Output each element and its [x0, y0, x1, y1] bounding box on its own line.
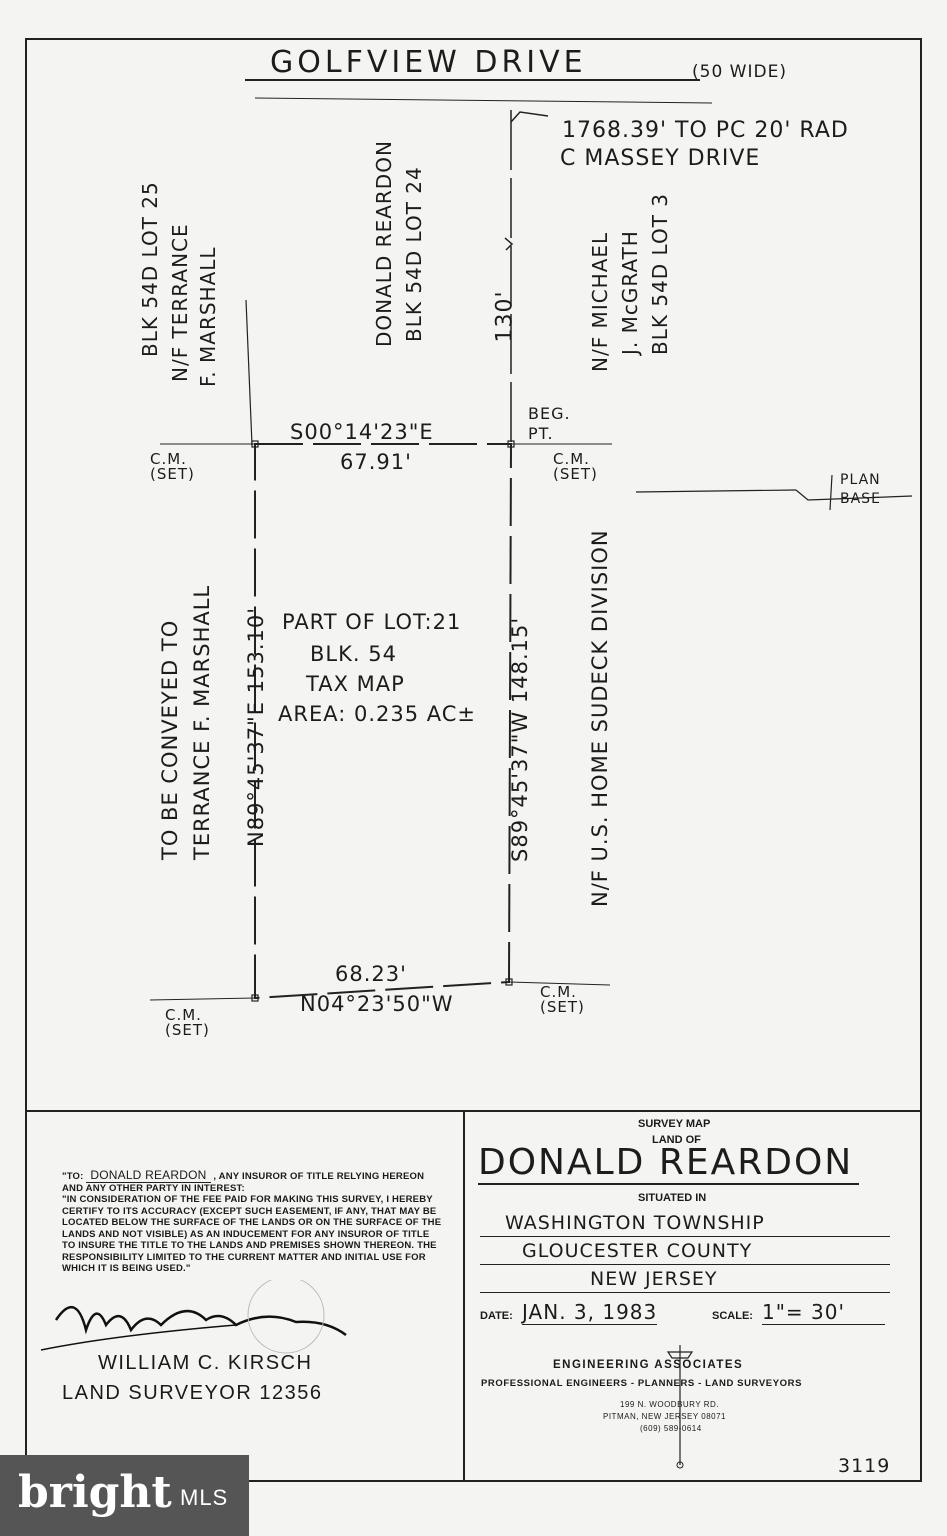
parcel-line-1: PART OF LOT:21	[282, 610, 462, 634]
cert-to-line: "TO: DONALD REARDON , ANY INSUROR OF TIT…	[62, 1169, 442, 1194]
tb-heading-1: SURVEY MAP	[638, 1118, 711, 1130]
surveyor-instrument-icon	[666, 1345, 694, 1469]
tb-phone: (609) 589-0614	[640, 1424, 702, 1433]
surveyor-title: LAND SURVEYOR 12356	[62, 1382, 323, 1404]
tb-firm-sub: PROFESSIONAL ENGINEERS - PLANNERS - LAND…	[481, 1378, 803, 1389]
neighbor-right-1: N/F MICHAEL	[588, 231, 612, 372]
street-line	[254, 97, 713, 104]
south-bearing: N04°23'50"W	[300, 992, 454, 1016]
east-bearing: S89°45'37"W 148.15'	[508, 616, 532, 862]
parcel-line-2: BLK. 54	[310, 642, 397, 666]
mls-logo-text: MLS	[180, 1485, 229, 1510]
north-bearing: S00°14'23"E	[290, 420, 434, 444]
tb-state: NEW JERSEY	[590, 1268, 718, 1290]
beg-pt-2: PT.	[528, 424, 554, 443]
plan-base-line	[635, 489, 797, 493]
reference-line-1: 1768.39' TO PC 20' RAD	[562, 118, 849, 143]
tb-county: GLOUCESTER COUNTY	[522, 1240, 753, 1262]
tb-heading-2: LAND OF	[652, 1134, 701, 1146]
neighbor-top-1: DONALD REARDON	[372, 140, 396, 347]
cm-nw: C.M. (SET)	[150, 450, 195, 483]
tb-date-label: DATE:	[480, 1310, 513, 1322]
tb-owner: DONALD REARDON	[478, 1142, 860, 1185]
frontage-dimension: 130'	[492, 290, 518, 343]
street-width-note: (50 WIDE)	[692, 62, 787, 82]
tb-scale-label: SCALE:	[712, 1310, 753, 1322]
left-neighbor-line	[245, 299, 253, 446]
plan-base-tick	[829, 474, 833, 511]
parcel-line-4: AREA: 0.235 AC±	[278, 702, 477, 726]
neighbor-right-3: BLK 54D LOT 3	[648, 192, 672, 355]
tb-drawing-number: 3119	[838, 1455, 891, 1477]
cert-to-name: DONALD REARDON	[86, 1169, 211, 1183]
tb-address-1: 199 N. WOODBURY RD.	[620, 1400, 720, 1409]
title-block-vertical-divider	[463, 1110, 465, 1482]
neighbor-left-1: BLK 54D LOT 25	[138, 181, 162, 357]
north-distance: 67.91'	[340, 450, 412, 474]
cm-sw: C.M. (SET)	[165, 1006, 210, 1039]
surveyor-name: WILLIAM C. KIRSCH	[98, 1352, 313, 1374]
tb-rule-2	[480, 1264, 890, 1265]
bright-mls-logo: bright MLS	[0, 1455, 249, 1536]
surveyor-seal	[247, 1280, 325, 1354]
base-label: BASE	[840, 491, 881, 507]
tb-address-2: PITMAN, NEW JERSEY 08071	[603, 1412, 726, 1421]
title-block-divider	[25, 1110, 922, 1112]
beg-pt-1: BEG.	[528, 404, 571, 423]
cert-to-suffix: , ANY INSUROR OF TITLE RELYING HEREON AN…	[62, 1171, 425, 1194]
tb-scale-value: 1"= 30'	[762, 1300, 885, 1325]
east-division: N/F U.S. HOME SUDECK DIVISION	[588, 529, 612, 907]
west-conveyance-1: TO BE CONVEYED TO	[158, 619, 182, 860]
surveyor-signature	[40, 1280, 347, 1354]
neighbor-top-2: BLK 54D LOT 24	[402, 166, 426, 342]
street-name: GOLFVIEW DRIVE	[270, 45, 587, 80]
plan-base-line-2	[795, 489, 913, 501]
cert-body: "IN CONSIDERATION OF THE FEE PAID FOR MA…	[62, 1194, 442, 1274]
sheet-border	[25, 38, 922, 1482]
plan-label: PLAN	[840, 472, 881, 488]
neighbor-left-2: N/F TERRANCE	[168, 223, 192, 382]
tb-rule-1	[480, 1236, 890, 1237]
reference-line-2: C MASSEY DRIVE	[560, 146, 761, 171]
tb-township: WASHINGTON TOWNSHIP	[505, 1212, 765, 1234]
south-distance: 68.23'	[335, 962, 407, 986]
tb-rule-3	[480, 1292, 890, 1293]
cm-ne: C.M. (SET)	[553, 450, 598, 483]
tb-firm: ENGINEERING ASSOCIATES	[553, 1359, 744, 1371]
west-bearing: N89°45'37"E 153.10'	[244, 606, 268, 847]
west-conveyance-2: TERRANCE F. MARSHALL	[190, 584, 214, 860]
cm-leader-se	[508, 981, 611, 986]
neighbor-left-3: F. MARSHALL	[196, 246, 220, 387]
break-symbol	[504, 237, 514, 251]
cm-se: C.M. (SET)	[540, 983, 585, 1016]
reference-arrow	[510, 111, 549, 123]
cert-to-prefix: "TO:	[62, 1171, 84, 1182]
parcel-line-3: TAX MAP	[306, 672, 405, 696]
tb-situated: SITUATED IN	[638, 1192, 707, 1204]
tb-date-value: JAN. 3, 1983	[522, 1300, 658, 1325]
cm-leader-sw	[149, 997, 256, 1001]
bright-logo-text: bright	[18, 1467, 172, 1518]
certification-block: "TO: DONALD REARDON , ANY INSUROR OF TIT…	[62, 1169, 442, 1275]
neighbor-right-2: J. McGRATH	[618, 230, 642, 355]
plat-drawing	[149, 79, 913, 1002]
